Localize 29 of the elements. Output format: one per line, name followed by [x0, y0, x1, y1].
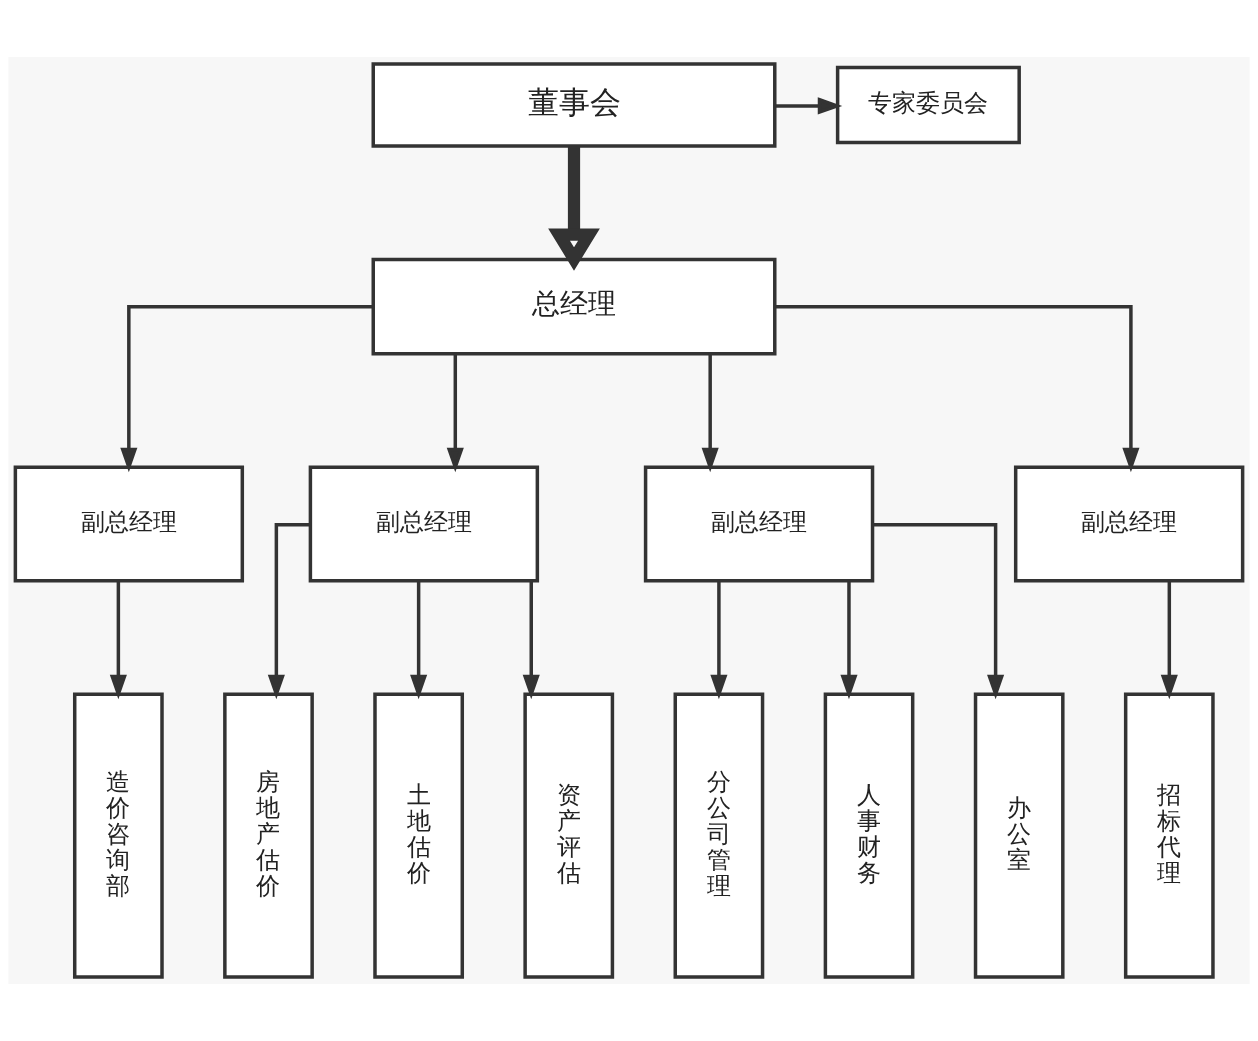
arrow [120, 304, 373, 473]
node-box: 副总经理 [1013, 465, 1245, 583]
arrow [446, 353, 464, 473]
arrow [710, 581, 728, 700]
arrow [410, 581, 428, 700]
node-box: 专家委员会 [835, 65, 1021, 145]
node-box: 分公司管理 [673, 692, 765, 979]
node-box: 副总经理 [13, 465, 245, 583]
arrow [109, 581, 127, 700]
node-box: 人事财务 [823, 692, 915, 979]
node-box: 办公室 [973, 692, 1065, 979]
arrow [701, 353, 719, 473]
node-box: 招标代理 [1123, 692, 1215, 979]
arrow [1160, 581, 1178, 700]
node-box: 造价咨询部 [72, 692, 164, 979]
arrow [548, 146, 600, 271]
arrow [873, 523, 1005, 700]
arrow [522, 581, 540, 700]
arrow [840, 581, 858, 700]
node-box: 副总经理 [308, 465, 540, 583]
node-box: 总经理 [371, 257, 777, 356]
node-box: 资产评估 [523, 692, 615, 979]
arrow [267, 523, 310, 700]
arrow [775, 97, 843, 115]
node-box: 副总经理 [643, 465, 875, 583]
arrow [775, 304, 1140, 473]
node-box: 土地估价 [373, 692, 465, 979]
node-box: 房地产估价 [223, 692, 314, 979]
node-box: 董事会 [371, 62, 777, 148]
